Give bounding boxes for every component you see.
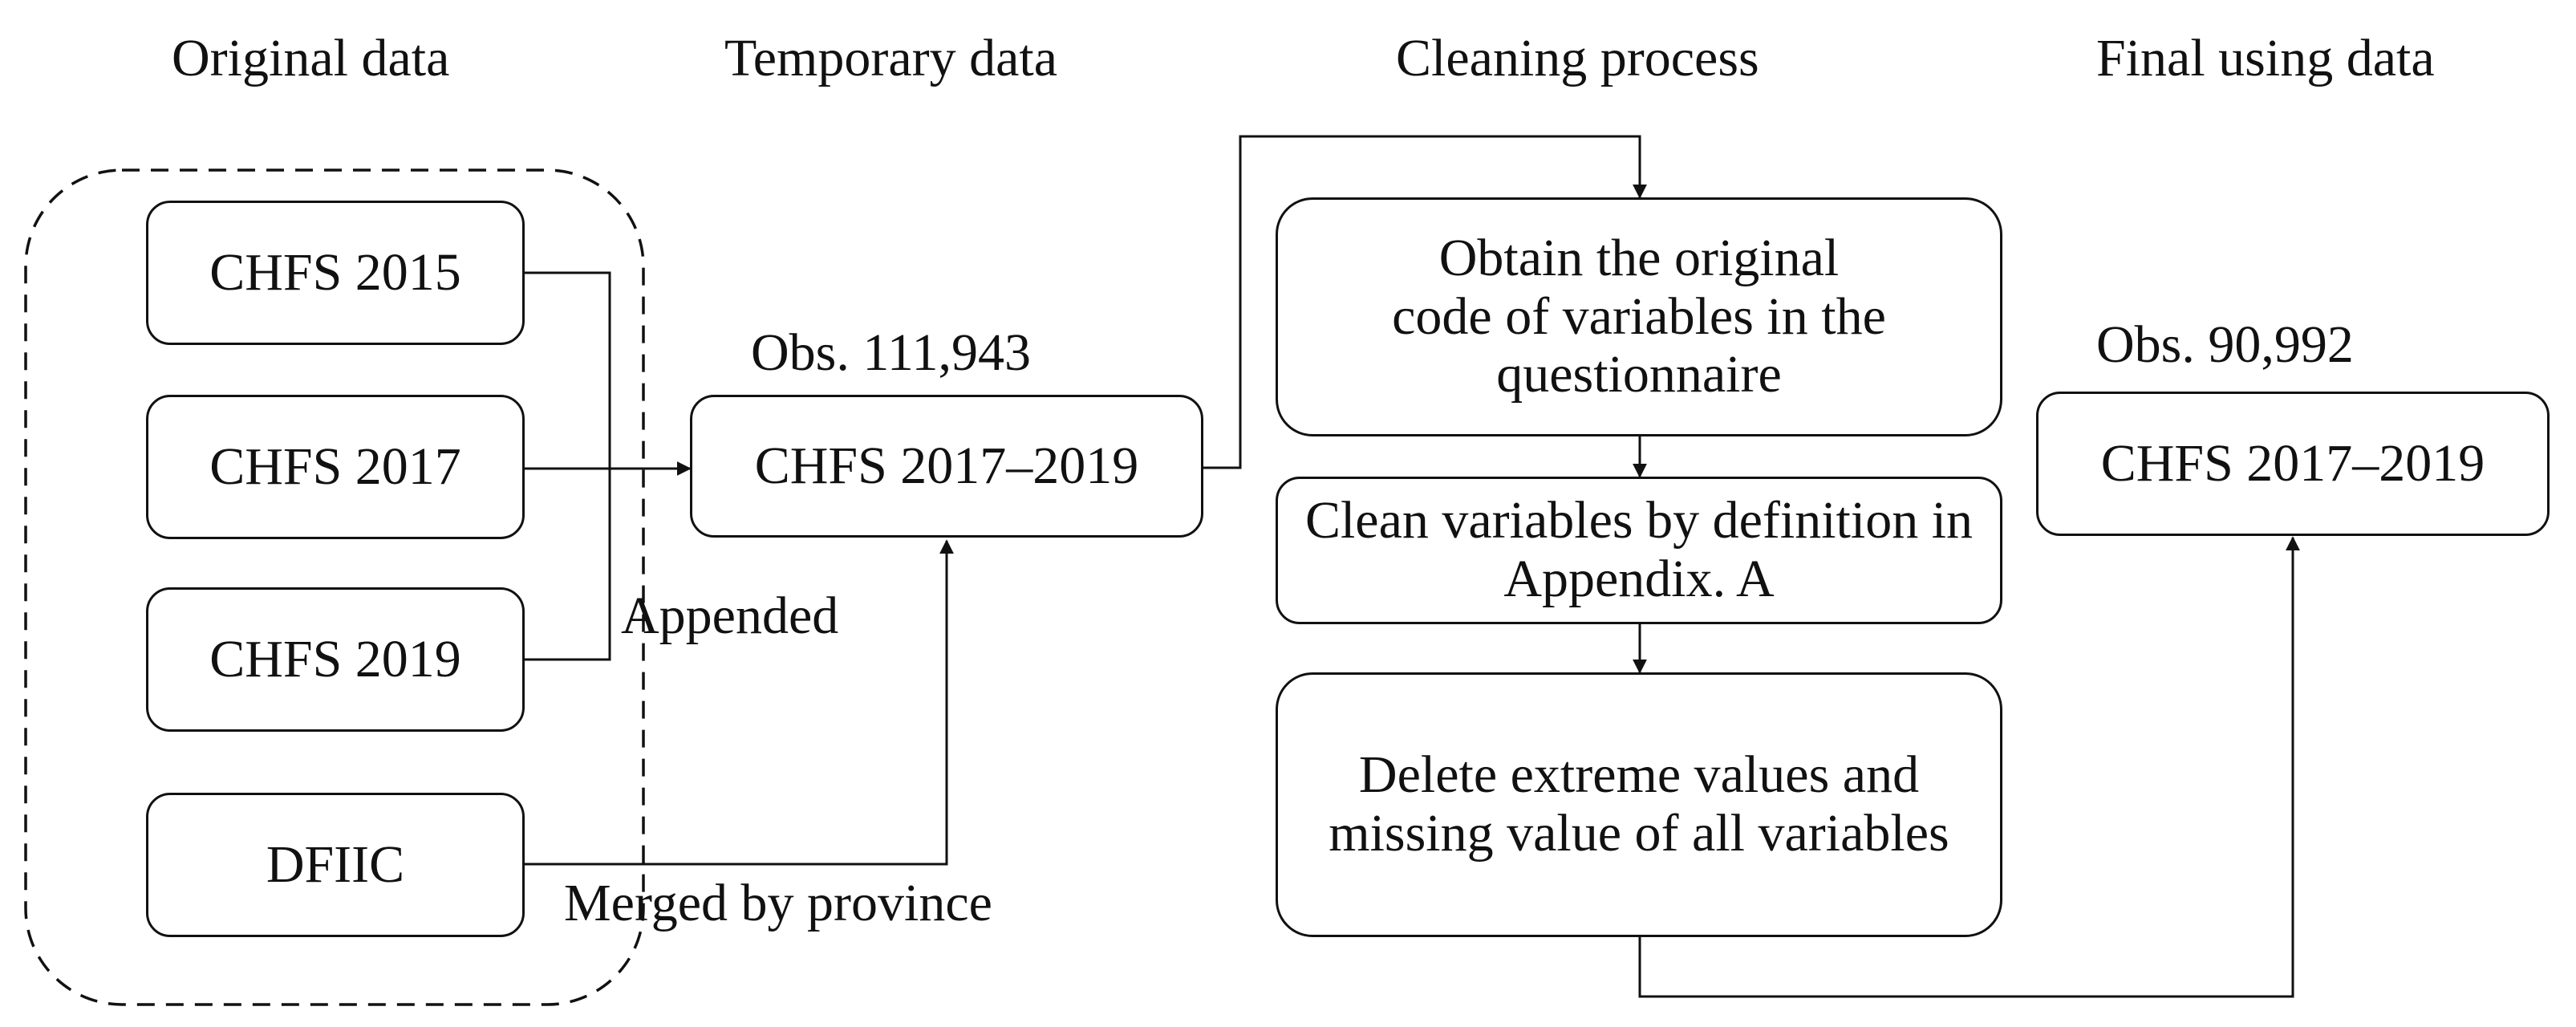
merge-arrow	[525, 539, 954, 866]
source-box-chfs-2017: CHFS 2017	[146, 395, 525, 539]
final-data-label: CHFS 2017–2019	[2100, 433, 2485, 493]
temporary-data-box: CHFS 2017–2019	[690, 395, 1203, 538]
source-label: CHFS 2017	[209, 436, 461, 496]
cleaning-step-text: Obtain the original code of variables in…	[1392, 229, 1886, 404]
heading-cleaning-process: Cleaning process	[1396, 29, 1759, 87]
temporary-obs-count: Obs. 111,943	[751, 323, 1031, 382]
cleaning-step-text: Clean variables by definition in Appendi…	[1304, 491, 1974, 608]
final-obs-count: Obs. 90,992	[2096, 315, 2354, 374]
heading-final-using-data: Final using data	[2096, 29, 2435, 87]
source-label: CHFS 2019	[209, 629, 461, 688]
cleaning-step-1-box: Obtain the original code of variables in…	[1276, 197, 2002, 436]
source-label: DFIIC	[266, 834, 405, 894]
source-label: CHFS 2015	[209, 242, 461, 302]
original-data-group-outline	[24, 168, 645, 1006]
merged-by-province-label: Merged by province	[564, 874, 992, 932]
cleaning-step-2-box: Clean variables by definition in Appendi…	[1276, 477, 2002, 624]
temporary-data-label: CHFS 2017–2019	[754, 436, 1139, 495]
appended-label: Appended	[621, 587, 839, 645]
source-box-chfs-2015: CHFS 2015	[146, 201, 525, 345]
source-box-chfs-2019: CHFS 2019	[146, 587, 525, 732]
source-box-dfiic: DFIIC	[146, 793, 525, 937]
cleaning-step-text: Delete extreme values and missing value …	[1329, 745, 1949, 863]
heading-original-data: Original data	[172, 29, 450, 87]
cleaning-to-final-arrow	[1638, 536, 2300, 998]
final-data-box: CHFS 2017–2019	[2036, 392, 2550, 536]
heading-temporary-data: Temporary data	[724, 29, 1058, 87]
temporary-to-cleaning-arrow	[1203, 135, 1647, 469]
append-bracket-line	[525, 271, 611, 661]
cleaning-step-3-box: Delete extreme values and missing value …	[1276, 672, 2002, 937]
